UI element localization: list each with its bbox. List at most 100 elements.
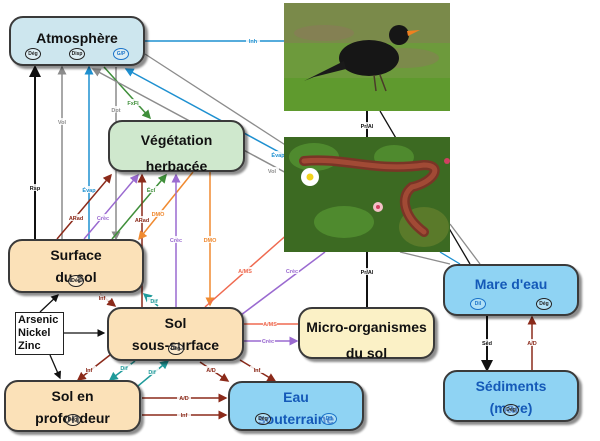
edge-label-bg: [525, 339, 539, 346]
badge-degradation: Dég: [64, 414, 81, 426]
edge-label-ecl: Écl: [147, 186, 156, 194]
edge-label-inf4: Inf: [181, 413, 188, 419]
edge-label-bg: [360, 122, 374, 129]
connector-line: [449, 223, 481, 265]
node-micro-title-1: Micro-organismes: [306, 319, 427, 335]
badge-dilution: Dil: [470, 298, 486, 310]
edge-label-bg: [263, 320, 277, 327]
edge-ecl: [111, 173, 167, 240]
edge-fxfl: [103, 66, 152, 120]
edge-label-bg: [95, 294, 109, 301]
blackbird-photo: [284, 3, 450, 111]
connector-line: [399, 251, 451, 265]
node-profondeur[interactable]: Sol en profondeur Dég: [4, 380, 141, 432]
edge-label-bg: [82, 366, 96, 373]
edge-label-bg: [203, 236, 217, 243]
edge-label-dmo1: DMO: [152, 212, 166, 218]
badge-degradation: Dég: [536, 298, 552, 310]
connector-line: [144, 53, 291, 149]
edge-label-bg: [360, 268, 374, 275]
edge-label-dif2: Dif: [120, 366, 128, 372]
edge-label-bg: [169, 236, 183, 243]
node-vegetation[interactable]: Végétation herbacée: [108, 120, 245, 174]
node-mare-title: Mare d'eau: [474, 276, 548, 292]
node-atmosphere-title: Atmosphère: [36, 30, 118, 46]
edge-label-bg: [238, 267, 252, 274]
edge-label-evap1: Évap: [82, 186, 96, 194]
edge-label-ad2: A/D: [179, 396, 189, 402]
edge-label-bg: [177, 411, 191, 418]
edge-label-bg: [135, 216, 149, 223]
contaminant-zinc: Zinc: [18, 340, 41, 352]
edge-label-dpt: Dpt: [111, 108, 120, 114]
badge-degradation: Dég: [25, 48, 41, 60]
node-eau-title-2: souterraine: [257, 411, 335, 427]
edge-label-dif1: Dif: [150, 299, 158, 305]
node-eau-souterraine[interactable]: Eau souterraine Dég Dil: [228, 381, 364, 431]
node-sediments-title-1: Sédiments: [475, 378, 547, 394]
arrow-metals-to-surface: [39, 294, 59, 313]
contaminants-box: Arsenic Nickel Zinc: [15, 312, 64, 355]
edge-label-crec3: Crèc: [286, 269, 298, 275]
badge-degradation: Dég: [503, 404, 519, 416]
node-vegetation-title-2: herbacée: [145, 158, 208, 174]
node-sous-surface[interactable]: Sol sous-surface Dég: [107, 307, 244, 361]
contaminant-arsenic: Arsenic: [18, 314, 59, 326]
edge-label-bg: [204, 366, 218, 373]
node-micro-title-2: du sol: [345, 345, 388, 361]
edge-label-arad1: ARad: [69, 216, 83, 222]
edge-label-inf3: Inf: [254, 368, 261, 374]
edge-label-bg: [117, 364, 131, 371]
edge-label-crec1: Crèc: [97, 216, 109, 222]
edge-label-rsp: Rsp: [30, 186, 41, 192]
badge-degradation: Dég: [167, 343, 184, 355]
edge-label-evap2: Évap: [271, 151, 285, 159]
edge-label-bg: [126, 99, 140, 106]
connector-line: [439, 251, 461, 265]
node-surface[interactable]: Surface du sol Dég: [8, 239, 144, 293]
edge-label-bg: [246, 37, 260, 44]
edge-label-prai2: Pr/Al: [361, 270, 374, 276]
edge-label-prai1: Pr/Al: [361, 124, 374, 130]
edge-label-ad1: A/D: [206, 368, 216, 374]
node-sous-surface-title-1: Sol: [164, 315, 187, 331]
edge-label-ams1: A/MS: [238, 269, 252, 275]
edge-label-bg: [151, 210, 165, 217]
edge-label-bg: [480, 339, 494, 346]
edge-label-dmo2: DMO: [204, 238, 218, 244]
edge-label-bg: [69, 214, 83, 221]
edge-label-bg: [265, 167, 279, 174]
edge-label-bg: [271, 151, 285, 158]
edge-label-fxfl: FxFl: [127, 101, 139, 107]
edge-label-crec4: Crèc: [262, 339, 274, 345]
badge-dispersion: Disp: [69, 48, 85, 60]
node-sediments[interactable]: Sédiments (mare) Dég: [443, 370, 579, 422]
node-eau-title-1: Eau: [283, 389, 309, 405]
edge-dmo1: [138, 171, 194, 241]
edge-label-vol1: Vol: [58, 120, 67, 126]
edge-arad1: [56, 173, 112, 240]
edge-label-ad3: A/D: [527, 341, 537, 347]
node-micro-organismes[interactable]: Micro-organismes du sol: [298, 307, 435, 361]
edge-label-inf2: Inf: [86, 368, 93, 374]
edge-label-crec2: Crèc: [170, 238, 182, 244]
edge-label-bg: [109, 106, 123, 113]
edge-label-bg: [96, 214, 110, 221]
edge-label-vol2: Vol: [268, 169, 277, 175]
edge-label-dif3: Dif: [148, 370, 156, 376]
edge-label-ams2: A/MS: [263, 322, 277, 328]
edge-label-bg: [147, 297, 161, 304]
edge-label-bg: [55, 118, 69, 125]
edge-label-bg: [145, 368, 159, 375]
edge-crec3: [236, 251, 326, 319]
node-mare[interactable]: Mare d'eau Dil Dég: [443, 264, 579, 316]
edge-evap2: [124, 68, 291, 159]
edge-label-bg: [144, 186, 158, 193]
edge-crec1: [83, 173, 139, 240]
node-atmosphere[interactable]: Atmosphère Dég Disp G/P: [9, 16, 145, 66]
edge-label-bg: [177, 394, 191, 401]
arrow-metals-to-profondeur: [49, 354, 61, 380]
edge-label-sed: Séd: [482, 341, 492, 347]
edge-label-bg: [285, 267, 299, 274]
